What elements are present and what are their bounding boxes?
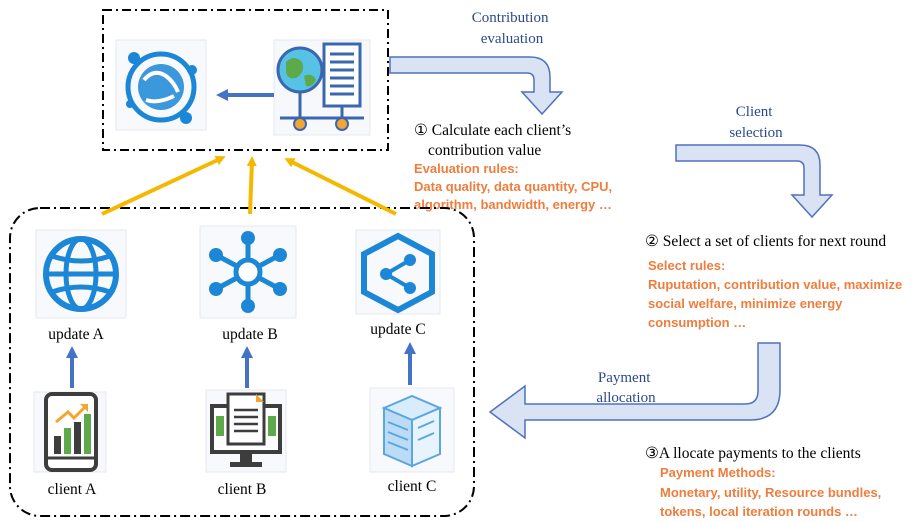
monitor-document-icon <box>205 389 287 473</box>
contribution-flow-arrow <box>389 56 564 116</box>
upload-arrow-c <box>284 158 397 216</box>
upload-arrow-a <box>101 156 226 216</box>
step2-text: ② Select a set of clients for next round <box>645 233 886 250</box>
server-rack-icon <box>369 387 455 473</box>
share-hexagon-icon <box>355 229 441 315</box>
client-selection-label: Client selection <box>729 104 783 141</box>
earth-server-icon <box>273 39 371 136</box>
contribution-evaluation-label: Contribution evaluation <box>472 10 552 47</box>
server-group-box <box>102 9 389 151</box>
client-c-label: client C <box>388 478 437 495</box>
step1-text: ① Calculate each client’s contribution v… <box>414 122 575 159</box>
clients-group-box <box>9 207 475 517</box>
update-b-label: update B <box>222 326 278 343</box>
payment-flow-arrow <box>488 342 781 440</box>
update-a-label: update A <box>48 326 104 343</box>
global-network-icon <box>115 39 207 131</box>
client-selection-flow-arrow <box>675 144 834 219</box>
network-hub-icon <box>199 225 297 319</box>
mobile-chart-icon <box>33 391 107 473</box>
upload-arrow-b <box>246 156 257 215</box>
client-b-label: client B <box>218 481 267 498</box>
step3-text: ③A llocate payments to the clients <box>645 445 861 462</box>
step2-rules: Select rules: Ruputation, contribution v… <box>648 258 906 330</box>
step1-rules: Evaluation rules: Data quality, data qua… <box>414 161 616 212</box>
globe-icon <box>35 229 127 319</box>
update-c-label: update C <box>370 321 426 338</box>
step3-rules: Payment Methods: Monetary, utility, Reso… <box>660 465 885 519</box>
payment-allocation-label: Payment allocation <box>596 370 656 406</box>
client-a-label: client A <box>48 481 97 498</box>
